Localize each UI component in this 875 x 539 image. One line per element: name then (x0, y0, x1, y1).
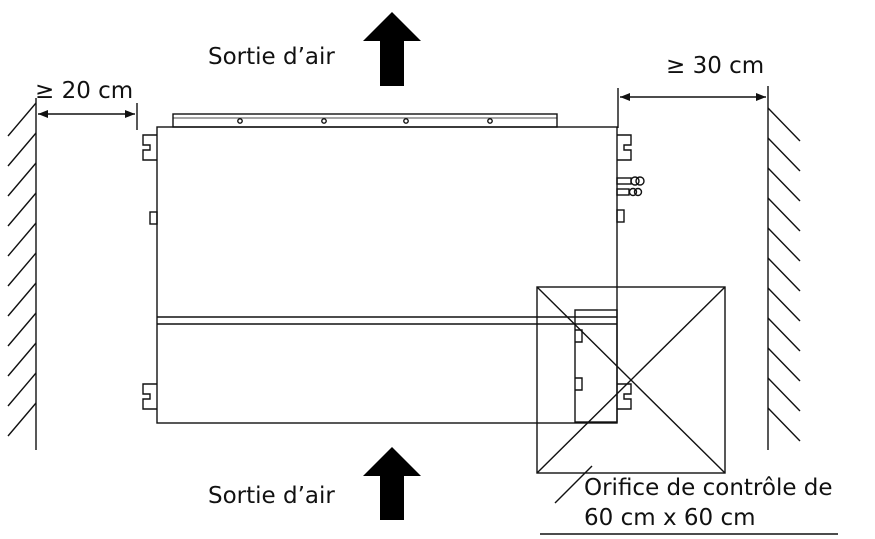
left-clearance-dimension (38, 103, 138, 130)
right-wall (767, 86, 801, 450)
left-wall (7, 98, 37, 450)
air-outlet-label-top: Sortie d’air (208, 44, 335, 70)
inspection-hatch (536, 286, 726, 474)
right-clearance-label: ≥ 30 cm (666, 53, 765, 79)
left-clearance-label: ≥ 20 cm (35, 78, 134, 104)
left-wall-hatching (7, 102, 37, 437)
air-outlet-arrow-bottom (363, 447, 421, 520)
air-outlet-arrow-top (363, 12, 421, 86)
hatch-label-line2: 60 cm x 60 cm (584, 505, 756, 531)
hatch-leader-line (540, 465, 838, 535)
hatch-label-line1: Orifice de contrôle de (584, 475, 833, 501)
right-wall-hatching (767, 107, 801, 442)
air-outlet-label-bottom: Sortie d’air (208, 483, 335, 509)
right-clearance-dimension (617, 88, 766, 128)
indoor-unit (142, 113, 645, 424)
